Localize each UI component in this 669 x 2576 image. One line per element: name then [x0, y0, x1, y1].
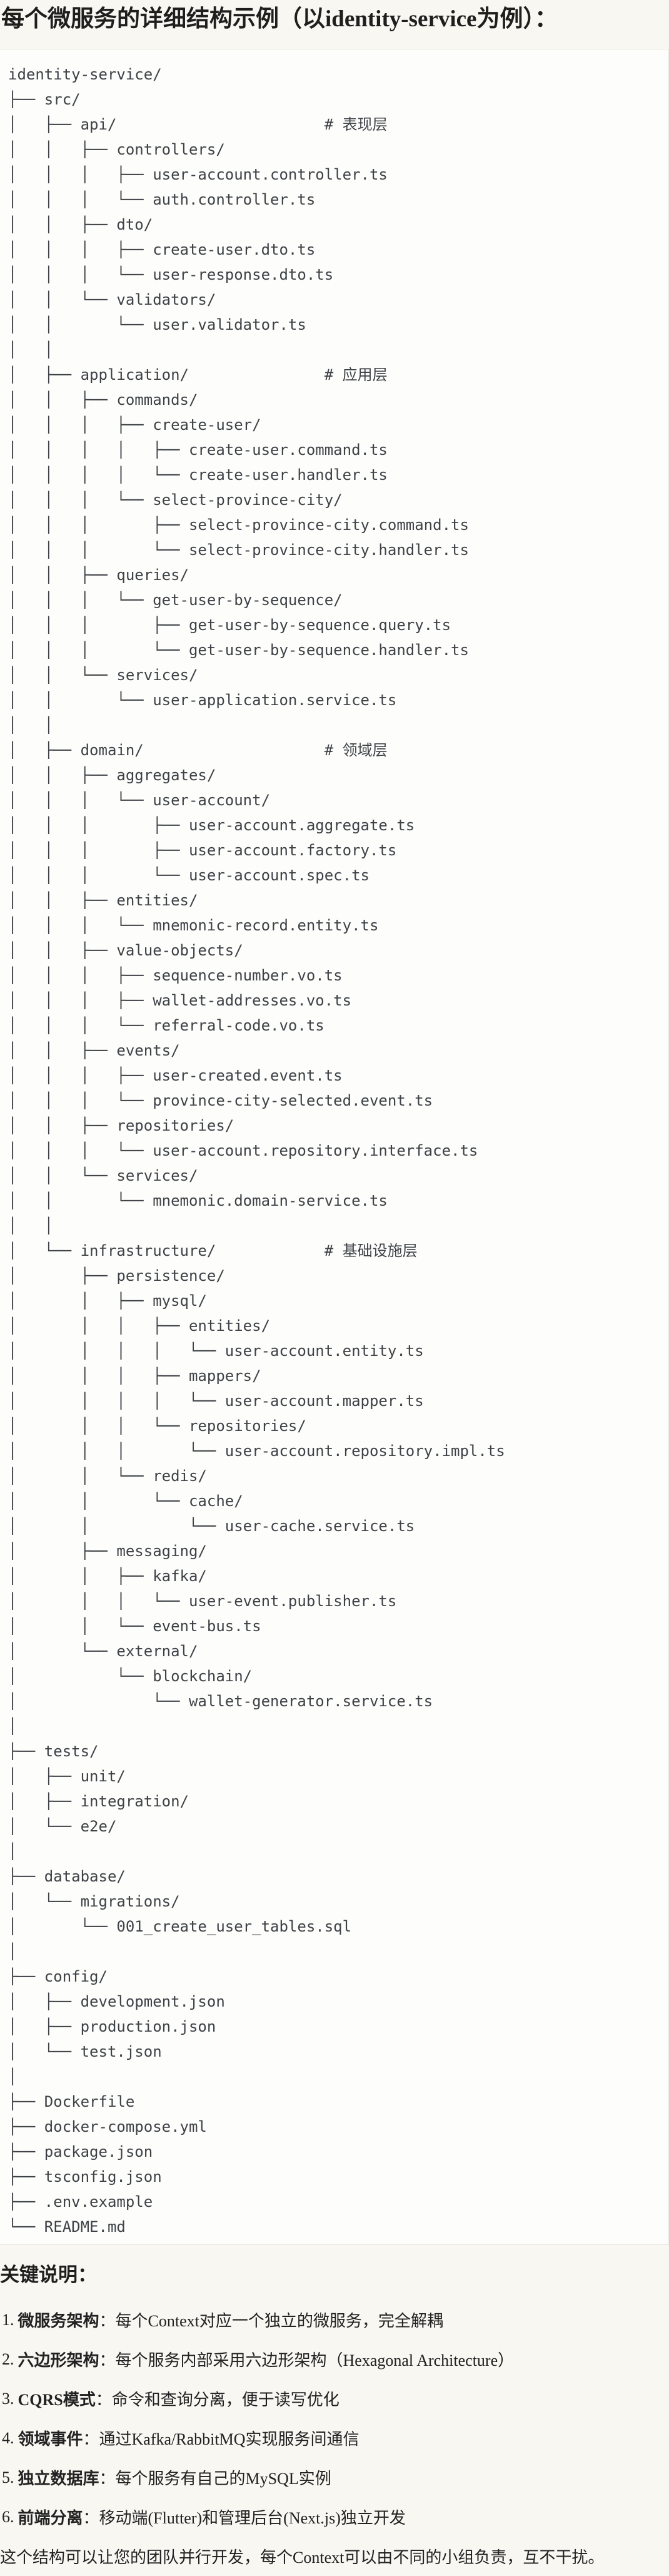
notes-section: 关键说明： 1. 微服务架构 ：每个Context对应一个独立的微服务，完全解耦…: [0, 2245, 669, 2576]
note-text: ：每个Context对应一个独立的微服务，完全解耦: [99, 2312, 443, 2330]
note-text: ：命令和查询分离，便于读写优化: [95, 2391, 340, 2409]
note-text: ：通过Kafka/RabbitMQ实现服务间通信: [83, 2430, 360, 2448]
note-number: 5.: [2, 2468, 14, 2487]
note-term: 独立数据库: [18, 2470, 99, 2488]
note-item-2: 2. 六边形架构 ：每个服务内部采用六边形架构（Hexagonal Archit…: [0, 2339, 669, 2379]
note-number: 6.: [2, 2507, 14, 2526]
directory-tree: identity-service/ ├── src/ │ ├── api/ # …: [8, 66, 505, 2236]
note-term: 领域事件: [18, 2430, 83, 2448]
note-text: ：每个服务有自己的MySQL实例: [99, 2470, 331, 2488]
note-term: 六边形架构: [18, 2351, 99, 2370]
note-item-3: 3. CQRS模式 ：命令和查询分离，便于读写优化: [0, 2379, 669, 2418]
note-item-1: 1. 微服务架构 ：每个Context对应一个独立的微服务，完全解耦: [0, 2300, 669, 2339]
note-number: 4.: [2, 2428, 14, 2447]
note-number: 1.: [2, 2310, 14, 2329]
notes-heading: 关键说明：: [0, 2263, 97, 2286]
note-term: 微服务架构: [18, 2312, 99, 2330]
code-block: identity-service/ ├── src/ │ ├── api/ # …: [0, 49, 669, 2245]
note-term: 前端分离: [18, 2509, 83, 2527]
note-number: 2.: [2, 2349, 14, 2368]
page-title: 每个微服务的详细结构示例（以identity-service为例）：: [1, 6, 558, 32]
note-text: ：每个服务内部采用六边形架构（Hexagonal Architecture）: [99, 2351, 515, 2370]
note-item-5: 5. 独立数据库 ：每个服务有自己的MySQL实例: [0, 2458, 669, 2497]
note-term: CQRS模式: [18, 2391, 96, 2409]
note-text: ：移动端(Flutter)和管理后台(Next.js)独立开发: [83, 2509, 406, 2527]
note-number: 3.: [2, 2389, 14, 2408]
summary-paragraph: 这个结构可以让您的团队并行开发，每个Context可以由不同的小组负责，互不干扰…: [0, 2548, 605, 2567]
note-item-4: 4. 领域事件 ：通过Kafka/RabbitMQ实现服务间通信: [0, 2418, 669, 2458]
note-item-6: 6. 前端分离 ：移动端(Flutter)和管理后台(Next.js)独立开发: [0, 2497, 669, 2537]
